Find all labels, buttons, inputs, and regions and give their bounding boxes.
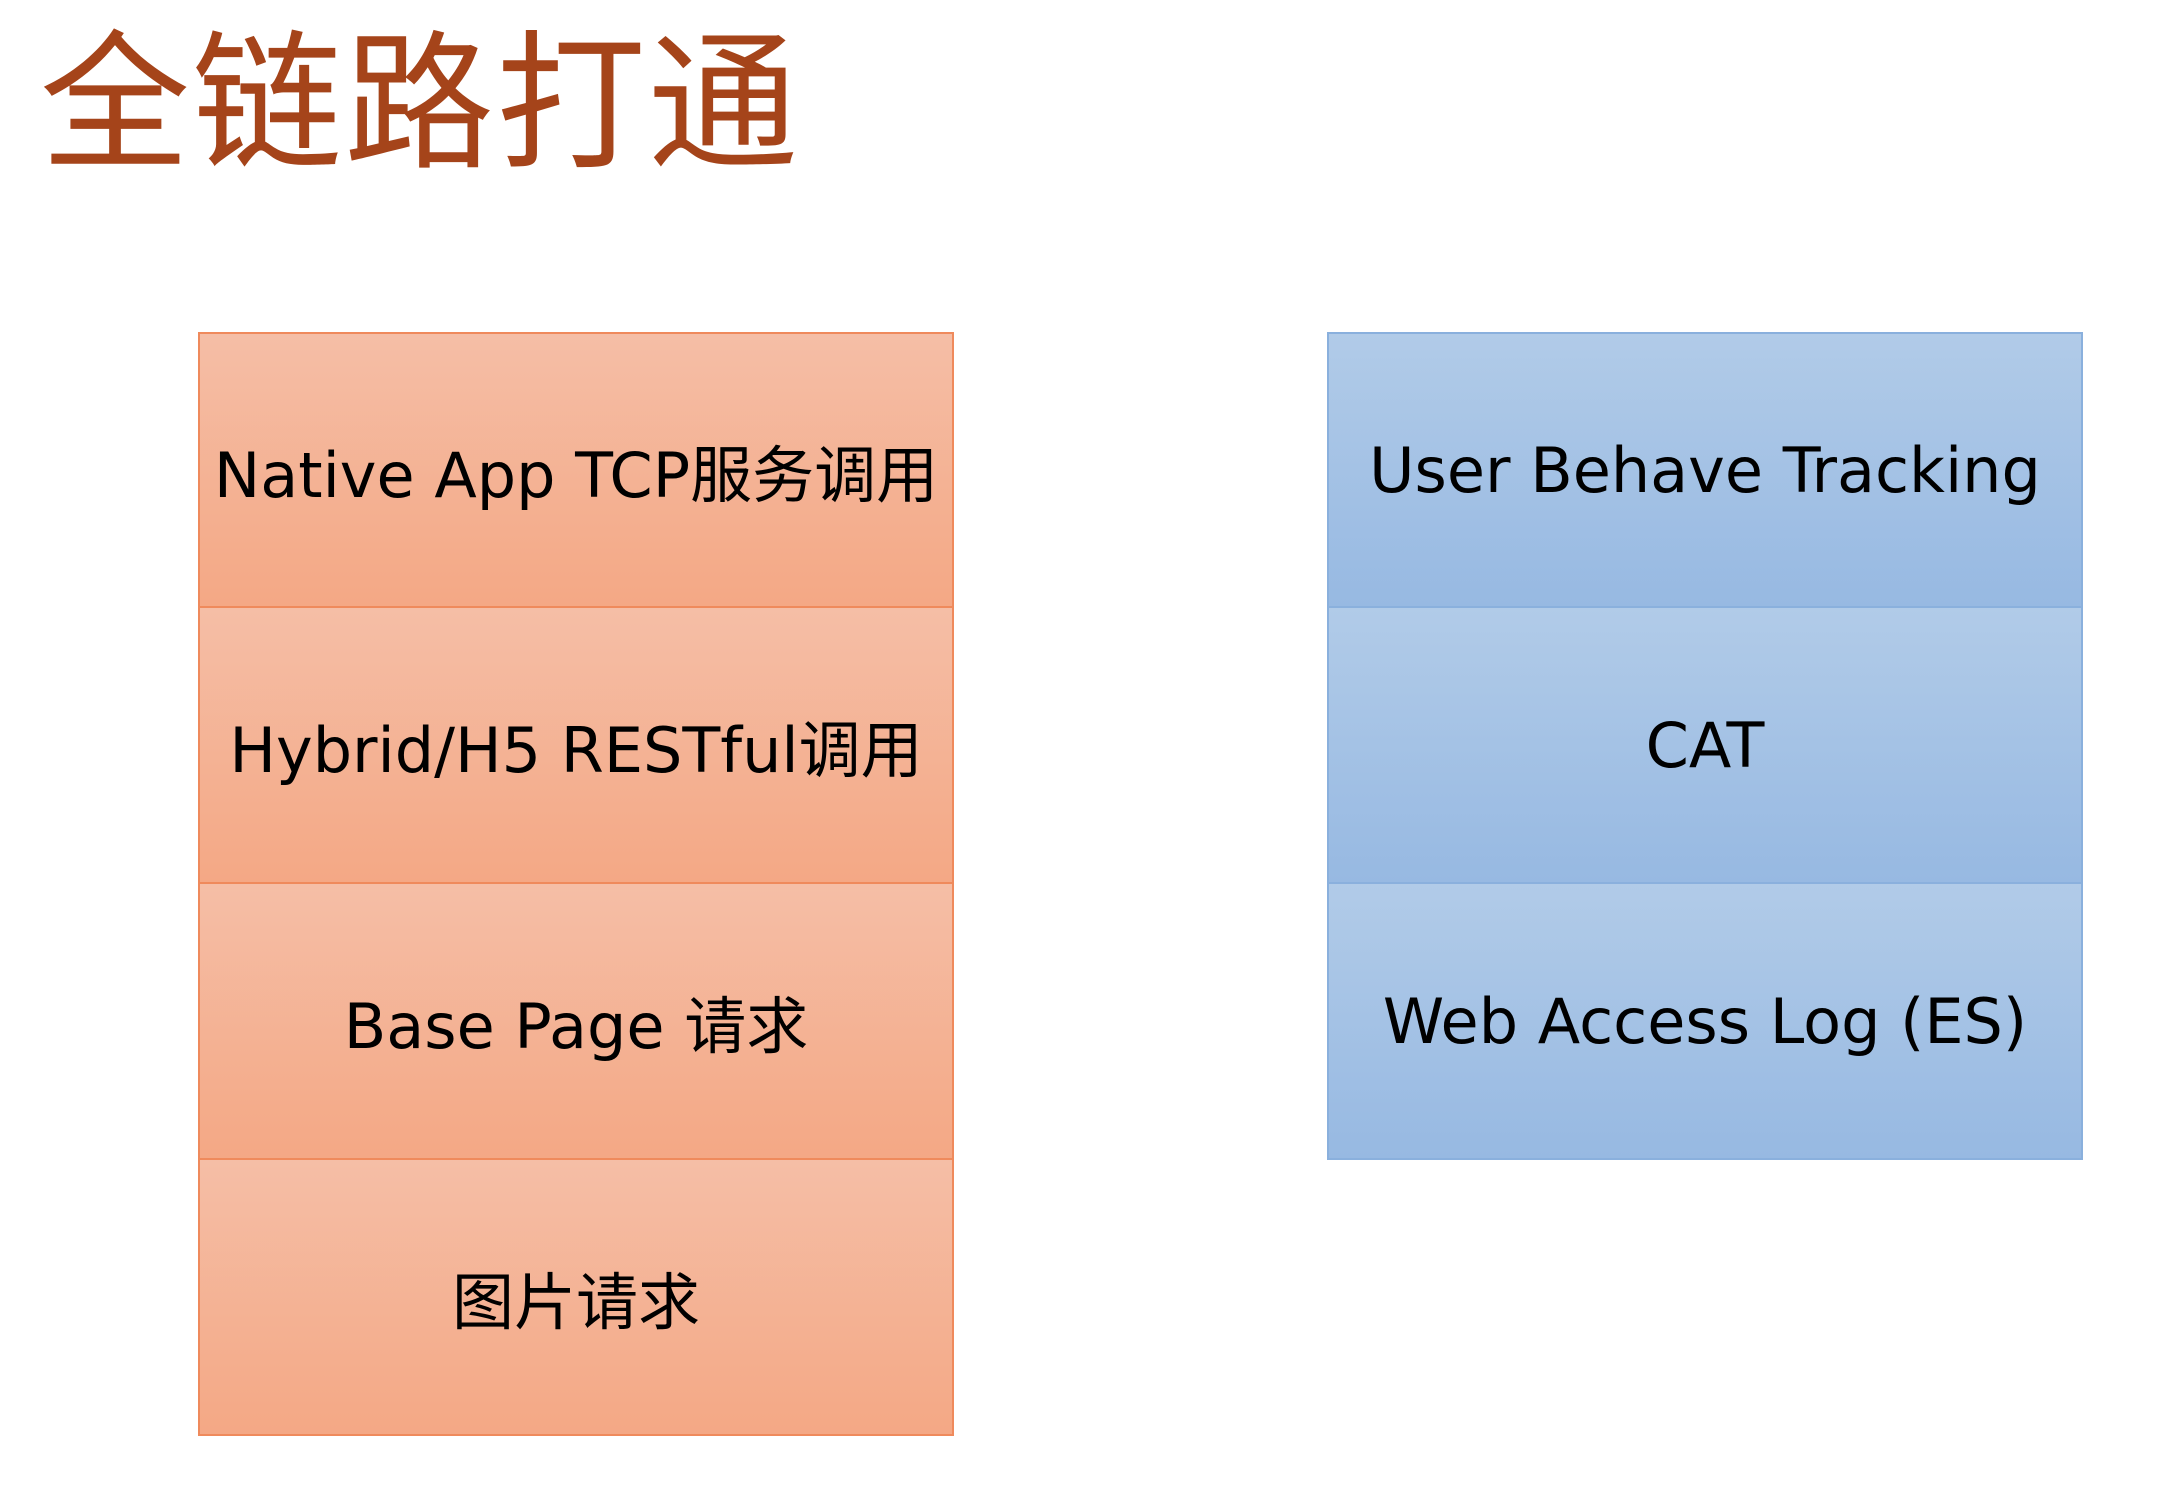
user-behave-tracking-block: User Behave Tracking xyxy=(1327,332,2083,608)
web-access-log-block: Web Access Log (ES) xyxy=(1327,884,2083,1160)
monitoring-source-stack: User Behave Tracking CAT Web Access Log … xyxy=(1327,332,2083,1160)
image-request-block: 图片请求 xyxy=(198,1160,954,1436)
page-title: 全链路打通 xyxy=(40,18,801,192)
hybrid-h5-restful-block: Hybrid/H5 RESTful调用 xyxy=(198,608,954,884)
base-page-request-block: Base Page 请求 xyxy=(198,884,954,1160)
native-app-tcp-block: Native App TCP服务调用 xyxy=(198,332,954,608)
cat-block: CAT xyxy=(1327,608,2083,884)
client-request-stack: Native App TCP服务调用 Hybrid/H5 RESTful调用 B… xyxy=(198,332,954,1436)
